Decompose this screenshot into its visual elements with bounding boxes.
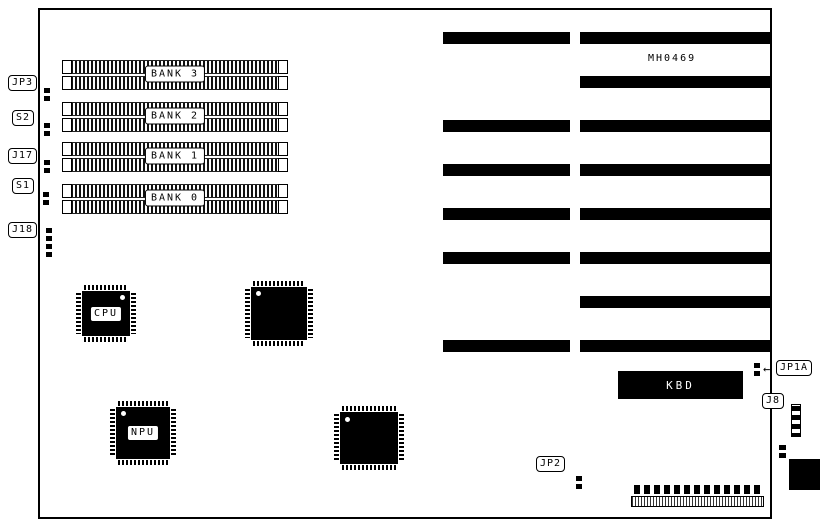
- expansion-slot: [443, 252, 570, 264]
- pin-row: [118, 460, 168, 465]
- pin-row: [131, 293, 136, 334]
- label-j18: J18: [8, 222, 38, 238]
- pin-row: [342, 465, 396, 470]
- npu-chip: NPU: [110, 401, 176, 465]
- pin1-dot: [120, 295, 125, 300]
- qfp-chip-lower: [334, 406, 404, 470]
- pin-row: [342, 406, 396, 411]
- label-s2: S2: [12, 110, 35, 126]
- kbd-label: KBD: [666, 378, 695, 392]
- pin-row: [253, 281, 305, 286]
- simm-bank-1: BANK 1: [62, 142, 288, 172]
- simm-bank-2: BANK 2: [62, 102, 288, 132]
- npu-label: NPU: [126, 425, 160, 441]
- expansion-slot: [580, 208, 770, 220]
- pin-row: [76, 293, 81, 334]
- pin-row: [334, 414, 339, 462]
- expansion-slot: [580, 120, 770, 132]
- pin1-dot: [121, 411, 126, 416]
- keyboard-din-connector: [789, 459, 820, 490]
- pin1-dot: [345, 417, 350, 422]
- pin1-dot: [256, 291, 261, 296]
- simm-bank-3: BANK 3: [62, 60, 288, 90]
- edge-connector-small: [779, 445, 786, 459]
- expansion-slot: [580, 340, 770, 352]
- expansion-slot: [580, 164, 770, 176]
- j8-connector: [791, 404, 801, 437]
- jp1a-connector: [754, 363, 760, 376]
- pin-row: [253, 341, 305, 346]
- expansion-slot: [443, 120, 570, 132]
- simm-socket: [62, 76, 288, 90]
- label-jp3: JP3: [8, 75, 38, 91]
- power-header-pins: [634, 485, 760, 494]
- expansion-slot: [580, 32, 770, 44]
- expansion-slot: [443, 340, 570, 352]
- label-jp1a: JP1A: [776, 360, 813, 376]
- pin-row: [84, 285, 128, 290]
- j17-connector: [44, 160, 50, 173]
- expansion-slot: [443, 164, 570, 176]
- s2-connector: [44, 123, 50, 136]
- pin-row: [399, 414, 404, 462]
- bank-1-label: BANK 1: [144, 147, 206, 165]
- kbd-chip: KBD: [618, 371, 743, 399]
- s1-connector: [43, 192, 49, 205]
- simm-socket: [62, 118, 288, 132]
- expansion-slot: [580, 252, 770, 264]
- label-j17: J17: [8, 148, 38, 164]
- label-jp2: JP2: [536, 456, 566, 472]
- jp2-connector: [576, 476, 582, 489]
- pin-row: [118, 401, 168, 406]
- expansion-slot: [580, 296, 770, 308]
- bank-0-label: BANK 0: [144, 189, 206, 207]
- jp3-connector: [44, 88, 50, 101]
- left-arrow-icon: ←: [763, 362, 771, 376]
- expansion-slot: [443, 208, 570, 220]
- power-header-body: [631, 496, 764, 507]
- j18-connector: [46, 228, 52, 257]
- bank-3-label: BANK 3: [144, 65, 206, 83]
- qfp-chip-upper: [245, 281, 313, 346]
- simm-bank-0: BANK 0: [62, 184, 288, 214]
- expansion-slot: [580, 76, 770, 88]
- label-j8: J8: [762, 393, 785, 409]
- part-number: MH0469: [648, 53, 697, 64]
- expansion-slot: [443, 32, 570, 44]
- pin-row: [308, 289, 313, 338]
- cpu-label: CPU: [89, 305, 123, 322]
- pin-row: [171, 409, 176, 457]
- pin-row: [245, 289, 250, 338]
- cpu-chip: CPU: [76, 285, 136, 342]
- pin-row: [84, 337, 128, 342]
- label-s1: S1: [12, 178, 35, 194]
- board-outline: [38, 8, 772, 519]
- pin-row: [110, 409, 115, 457]
- bank-2-label: BANK 2: [144, 107, 206, 125]
